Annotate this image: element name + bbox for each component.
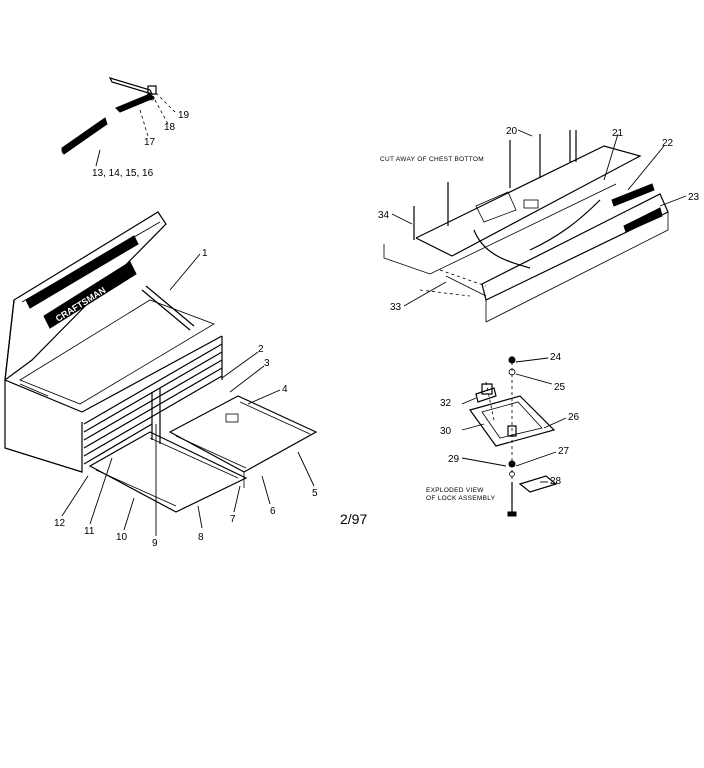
lid-top-trim (25, 235, 139, 309)
label-12: 12 (54, 518, 66, 529)
label-3: 3 (264, 358, 270, 369)
label-29: 29 (448, 454, 460, 465)
label-24: 24 (550, 352, 562, 363)
cutaway-chest-bottom (383, 130, 669, 323)
label-6: 6 (270, 506, 276, 517)
open-drawer-left (88, 431, 248, 513)
label-4: 4 (282, 384, 288, 395)
label-28: 28 (550, 476, 562, 487)
chest-body-outline (4, 380, 83, 473)
label-9: 9 (152, 538, 158, 549)
top-tray (19, 299, 215, 405)
chest-leaders (61, 253, 315, 536)
label-25: 25 (554, 382, 566, 393)
drawer-stack (83, 343, 223, 465)
label-33: 33 (390, 302, 402, 313)
lock-cam (518, 475, 558, 493)
label-30: 30 (440, 426, 452, 437)
label-32: 32 (440, 398, 452, 409)
base-rail (481, 193, 669, 301)
date-code: 2/97 (340, 511, 367, 527)
open-drawer-right (168, 395, 318, 473)
label-20: 20 (506, 126, 518, 137)
label-13-16: 13, 14, 15, 16 (92, 168, 154, 179)
label-5: 5 (312, 488, 318, 499)
lid-emblem (43, 261, 137, 329)
label-34: 34 (378, 210, 390, 221)
badge-parts-group (61, 77, 177, 167)
nameplate-strip (61, 117, 108, 155)
label-21: 21 (612, 128, 624, 139)
label-27: 27 (558, 446, 570, 457)
exploded-caption-line1: EXPLODED VIEW (426, 487, 484, 494)
label-17: 17 (144, 137, 156, 148)
part-labels: 19 18 17 13, 14, 15, 16 1 2 3 4 5 6 7 8 … (54, 110, 700, 549)
label-10: 10 (116, 532, 128, 543)
cutaway-caption: CUT AWAY OF CHEST BOTTOM (380, 156, 484, 163)
lock-assembly (469, 356, 558, 517)
label-23: 23 (688, 192, 700, 203)
label-22: 22 (662, 138, 674, 149)
label-11: 11 (84, 526, 95, 537)
label-1: 1 (202, 248, 208, 259)
handle-plate (115, 93, 155, 113)
exploded-caption-line2: OF LOCK ASSEMBLY (426, 495, 496, 502)
label-26: 26 (568, 412, 580, 423)
handle-bracket (108, 77, 154, 95)
label-8: 8 (198, 532, 204, 543)
lock-plate (469, 395, 556, 447)
cutaway-leaders (391, 129, 687, 307)
label-18: 18 (164, 122, 176, 133)
label-7: 7 (230, 514, 236, 525)
lock-leaders (461, 357, 567, 483)
label-19: 19 (178, 110, 190, 121)
label-2: 2 (258, 344, 264, 355)
